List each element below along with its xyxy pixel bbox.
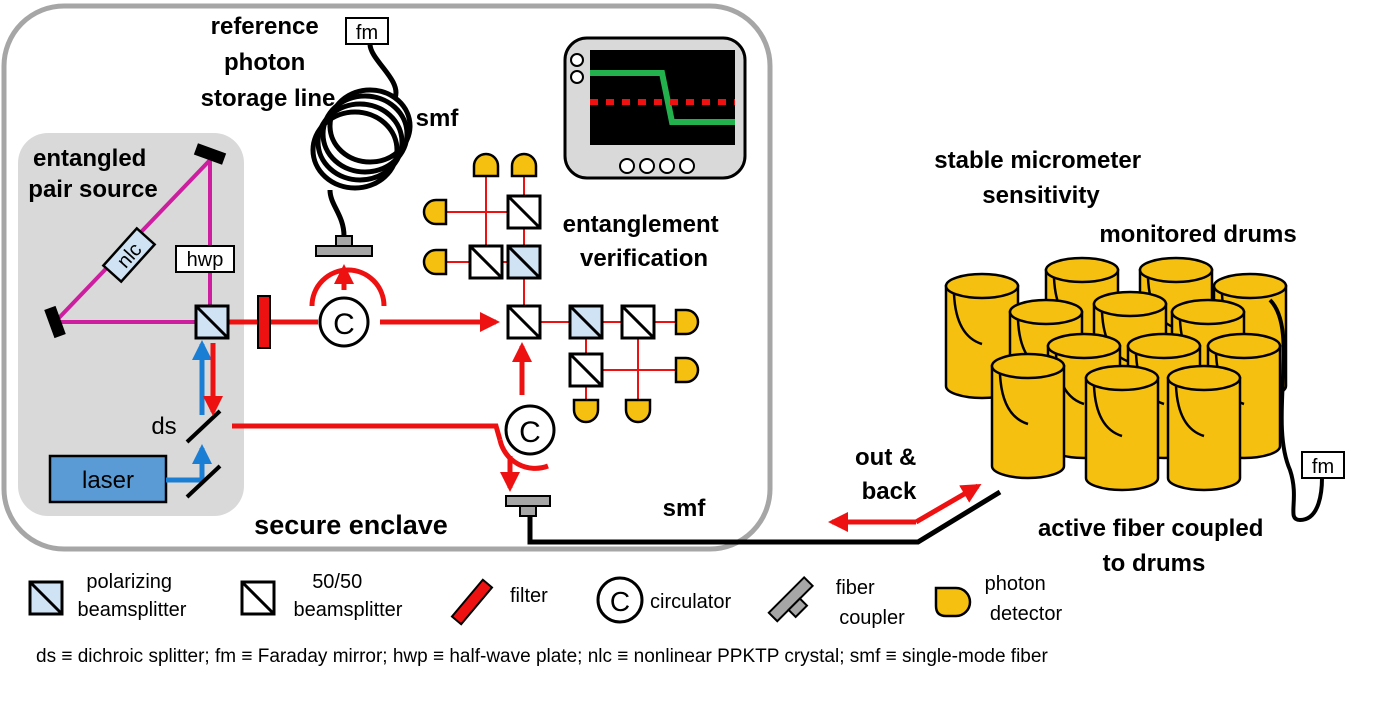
beamsplitter-icon bbox=[506, 244, 542, 280]
red-beams bbox=[203, 264, 982, 532]
legend-detector-label: photon detector bbox=[985, 573, 1063, 625]
beamsplitter-icon bbox=[620, 304, 656, 340]
circulator-symbol: C bbox=[333, 308, 355, 341]
monitored-drums-label: monitored drums bbox=[1099, 221, 1296, 248]
photon-detector-icon bbox=[422, 248, 448, 276]
circulator-symbol: C bbox=[519, 416, 541, 449]
legend-pbs-icon bbox=[28, 580, 64, 616]
laser-box bbox=[48, 454, 168, 504]
smf-bottom-label: smf bbox=[663, 495, 707, 522]
beamsplitter-icon bbox=[568, 304, 604, 340]
dichroic-splitter bbox=[185, 409, 222, 444]
fiber-spool bbox=[310, 43, 413, 237]
drum-fiber bbox=[1268, 298, 1324, 523]
drum-icon bbox=[1166, 364, 1242, 492]
beamsplitter-icon bbox=[506, 304, 542, 340]
legend-bs-label: 50/50 beamsplitter bbox=[294, 571, 403, 621]
beamsplitter-icon bbox=[468, 244, 504, 280]
entangled-source-label: entangled pair source bbox=[28, 145, 157, 203]
faraday-mirror-right bbox=[1301, 451, 1345, 479]
legend-circulator-icon bbox=[596, 576, 644, 624]
legend-circulator-symbol: C bbox=[610, 586, 630, 617]
circulator-icon bbox=[318, 296, 370, 348]
laser-label: laser bbox=[82, 467, 134, 494]
fiber-coupler-icon bbox=[315, 235, 373, 257]
fm-right-label: fm bbox=[1312, 456, 1334, 478]
drum-icon bbox=[990, 352, 1066, 480]
reference-line-label: reference photon storage line bbox=[201, 13, 336, 112]
drum-icon bbox=[1084, 364, 1160, 492]
legend-bs-icon bbox=[240, 580, 276, 616]
mirror-icon bbox=[185, 464, 222, 499]
photon-detector-icon bbox=[472, 152, 500, 178]
verification-thin-beams bbox=[446, 172, 686, 408]
mirror-icon bbox=[44, 305, 66, 339]
filter-icon bbox=[257, 295, 271, 349]
entanglement-verification-label: entanglement verification bbox=[563, 211, 726, 272]
legend-circulator-label: circulator bbox=[650, 591, 731, 613]
beamsplitter-icon bbox=[194, 304, 230, 340]
hwp-box bbox=[175, 245, 235, 273]
legend-fiber-coupler-label: fiber coupler bbox=[836, 577, 905, 629]
output-fiber bbox=[527, 489, 1002, 545]
fiber-coupler-icon bbox=[505, 495, 551, 517]
out-back-label: out & back bbox=[855, 444, 923, 505]
photon-detector-icon bbox=[674, 308, 700, 336]
monitor-icon bbox=[563, 36, 747, 180]
blue-pump-beam bbox=[166, 444, 212, 483]
fm-top-label: fm bbox=[356, 22, 378, 44]
faraday-mirror-top bbox=[345, 17, 389, 45]
photon-detector-icon bbox=[422, 198, 448, 226]
secure-enclave-box bbox=[1, 3, 773, 552]
photon-detector-icon bbox=[510, 152, 538, 178]
legend-detector-icon bbox=[934, 586, 972, 618]
smf-top-label: smf bbox=[416, 105, 460, 132]
stable-sensitivity-label: stable micrometer sensitivity bbox=[934, 147, 1147, 209]
secure-enclave-label: secure enclave bbox=[254, 510, 448, 540]
mirror-icon bbox=[193, 143, 227, 165]
drum-array bbox=[944, 256, 1288, 492]
legend-fiber-coupler-icon bbox=[767, 575, 815, 623]
photon-detector-icon bbox=[572, 398, 600, 424]
beamsplitter-icon bbox=[506, 194, 542, 230]
legend-filter-label: filter bbox=[510, 585, 548, 607]
nlc-crystal bbox=[101, 226, 157, 284]
photon-detector-icon bbox=[624, 398, 652, 424]
ds-label: ds bbox=[151, 413, 176, 440]
legend-pbs-label: polarizing beamsplitter bbox=[78, 571, 187, 621]
beamsplitter-icon bbox=[568, 352, 604, 388]
entangled-source-box bbox=[18, 133, 244, 516]
footnote: ds ≡ dichroic splitter; fm ≡ Faraday mir… bbox=[36, 646, 1048, 667]
photon-detector-icon bbox=[674, 356, 700, 384]
hwp-label: hwp bbox=[187, 249, 224, 271]
legend-filter-icon bbox=[450, 578, 494, 626]
legend: polarizing beamsplitter 50/50 beamsplitt… bbox=[28, 571, 1063, 629]
active-fiber-label: active fiber coupled to drums bbox=[1038, 515, 1270, 577]
circulator-icon bbox=[504, 404, 556, 456]
